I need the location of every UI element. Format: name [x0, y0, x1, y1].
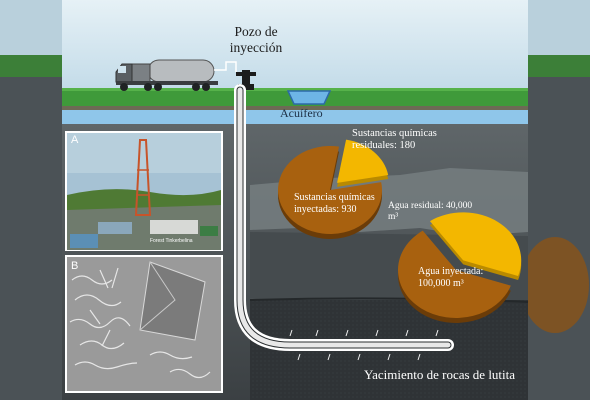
well-label: Pozo de inyección: [229, 24, 283, 55]
left-margin-sky: [0, 0, 62, 55]
pie2-total-label: Agua inyectada: 100,000 m³: [418, 266, 484, 289]
well-pipe-core: [237, 87, 451, 348]
soil: [62, 106, 528, 110]
pie1-part-slice: [337, 139, 389, 183]
pie-charts: [278, 139, 522, 323]
photo-a-drilling-site: [65, 131, 223, 251]
pie1-total-slice: [278, 146, 382, 235]
photo-b-microscopy: [65, 255, 223, 393]
pie2-total-slice: [398, 230, 511, 318]
left-margin-grass: [0, 55, 62, 77]
tanker-truck-icon: [115, 59, 218, 91]
aquifer-layer: [62, 110, 528, 124]
hose: [214, 61, 237, 72]
pie2-part-slice: [429, 212, 522, 277]
right-margin-pie-blur: [521, 237, 589, 333]
fractures: [289, 329, 439, 361]
photo-credit: Forest Tinkerbelina: [150, 238, 193, 244]
grass-top: [62, 88, 528, 91]
aquifer-label: Acuífero: [280, 106, 323, 120]
wellhead-icon: [236, 70, 256, 90]
shale-label: Yacimiento de rocas de lutita: [364, 367, 516, 382]
pond: [286, 90, 332, 105]
panel-a-letter: A: [71, 134, 79, 146]
pie1-total-label: Sustancias químicas inyectadas: 930: [294, 192, 375, 215]
right-margin-sky: [528, 0, 590, 55]
pie1-part-label: Sustancias químicas residuales: 180: [352, 128, 437, 152]
panel-b-letter: B: [71, 260, 79, 272]
pie2-part-label: Agua residual: 40,000 m³: [388, 201, 473, 222]
right-margin-grass: [528, 55, 590, 77]
